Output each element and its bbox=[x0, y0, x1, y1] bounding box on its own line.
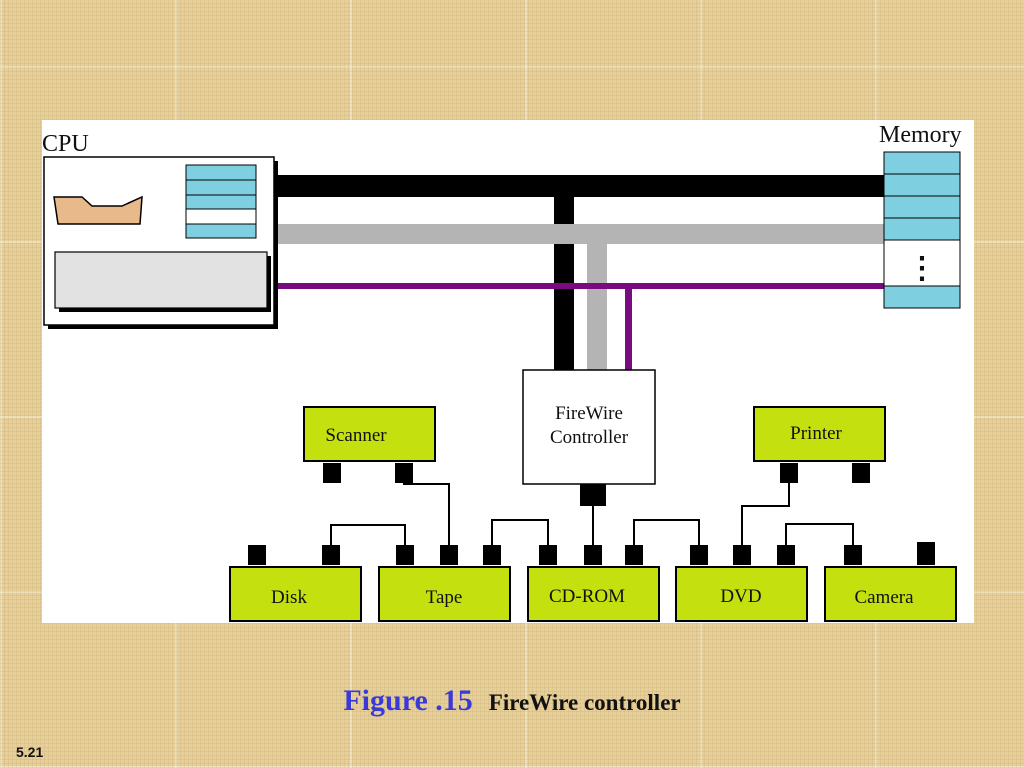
cdrom-port bbox=[539, 545, 557, 565]
bus-lines bbox=[272, 175, 884, 370]
tape-label: Tape bbox=[426, 587, 463, 608]
printer-device: Printer bbox=[753, 406, 886, 483]
scanner-device: Scanner bbox=[303, 406, 436, 483]
memory-ellipsis: ⋮ bbox=[907, 252, 937, 285]
printer-box bbox=[753, 406, 886, 462]
device-cables bbox=[330, 463, 854, 547]
printer-port bbox=[780, 463, 798, 483]
control-bus-drop bbox=[625, 289, 632, 370]
disk-device: Disk bbox=[229, 545, 362, 622]
disk-tape-cable bbox=[330, 524, 406, 547]
diagram-panel: CPU Memory ⋮ bbox=[42, 120, 974, 623]
control-unit bbox=[54, 251, 268, 309]
dvd-camera-cable bbox=[785, 523, 854, 547]
cdrom-port bbox=[625, 545, 643, 565]
camera-port bbox=[917, 542, 935, 565]
printer-label: Printer bbox=[790, 423, 842, 444]
memory-cell bbox=[883, 151, 961, 175]
memory-cell-gap bbox=[883, 239, 961, 287]
memory-cell bbox=[883, 285, 961, 309]
dvd-port bbox=[690, 545, 708, 565]
memory-cell bbox=[883, 173, 961, 197]
figure-title: FireWire controller bbox=[488, 690, 681, 715]
slide-number: 5.21 bbox=[16, 744, 44, 760]
camera-device: Camera bbox=[824, 542, 957, 622]
cdrom-device: CD-ROM bbox=[527, 545, 660, 622]
scanner-port bbox=[395, 463, 413, 483]
memory-cell bbox=[883, 217, 961, 241]
tape-port bbox=[440, 545, 458, 565]
memory-label: Memory bbox=[879, 122, 962, 148]
printer-port bbox=[852, 463, 870, 483]
scanner-box bbox=[303, 406, 436, 462]
controller-label-line2: Controller bbox=[550, 427, 629, 448]
scanner-port bbox=[323, 463, 341, 483]
cpu-registers bbox=[185, 164, 257, 239]
controller-port bbox=[580, 484, 606, 506]
dvd-device: DVD bbox=[675, 545, 808, 622]
cpu-label: CPU bbox=[42, 131, 89, 157]
cpu-register bbox=[185, 164, 257, 181]
dvd-box bbox=[675, 566, 808, 622]
controller-box bbox=[522, 369, 656, 485]
disk-port bbox=[322, 545, 340, 565]
tape-device: Tape bbox=[378, 545, 511, 622]
camera-port bbox=[844, 545, 862, 565]
cdrom-box bbox=[527, 566, 660, 622]
alu-shape bbox=[53, 195, 143, 225]
dvd-port bbox=[733, 545, 751, 565]
tape-port bbox=[483, 545, 501, 565]
tape-cdrom-cable bbox=[491, 519, 549, 547]
cpu-register bbox=[185, 223, 257, 239]
disk-box bbox=[229, 566, 362, 622]
disk-label: Disk bbox=[271, 587, 307, 608]
dvd-port bbox=[777, 545, 795, 565]
memory: Memory ⋮ bbox=[879, 122, 962, 309]
disk-port bbox=[248, 545, 266, 565]
cpu-register bbox=[185, 208, 257, 225]
firewire-controller: FireWire Controller bbox=[522, 369, 656, 506]
cdrom-label: CD-ROM bbox=[549, 586, 625, 607]
scanner-label: Scanner bbox=[325, 425, 387, 446]
memory-cell bbox=[883, 195, 961, 219]
cdrom-dvd-cable bbox=[633, 519, 700, 547]
cpu: CPU bbox=[42, 131, 278, 329]
tape-port bbox=[396, 545, 414, 565]
printer-dvd-cable bbox=[741, 463, 790, 547]
data-bus bbox=[272, 175, 884, 197]
address-bus-drop bbox=[587, 244, 607, 370]
dvd-label: DVD bbox=[720, 586, 761, 607]
figure-caption: Figure .15 FireWire controller bbox=[0, 684, 1024, 718]
camera-label: Camera bbox=[854, 587, 914, 608]
camera-box bbox=[824, 566, 957, 622]
address-bus bbox=[272, 224, 884, 244]
controller-label-line1: FireWire bbox=[555, 403, 623, 424]
tape-box bbox=[378, 566, 511, 622]
firewire-diagram: CPU Memory ⋮ bbox=[42, 122, 962, 622]
cdrom-port bbox=[584, 545, 602, 565]
cpu-register bbox=[185, 179, 257, 196]
figure-number: Figure .15 bbox=[343, 684, 473, 717]
control-bus bbox=[272, 283, 884, 289]
cpu-register bbox=[185, 194, 257, 210]
